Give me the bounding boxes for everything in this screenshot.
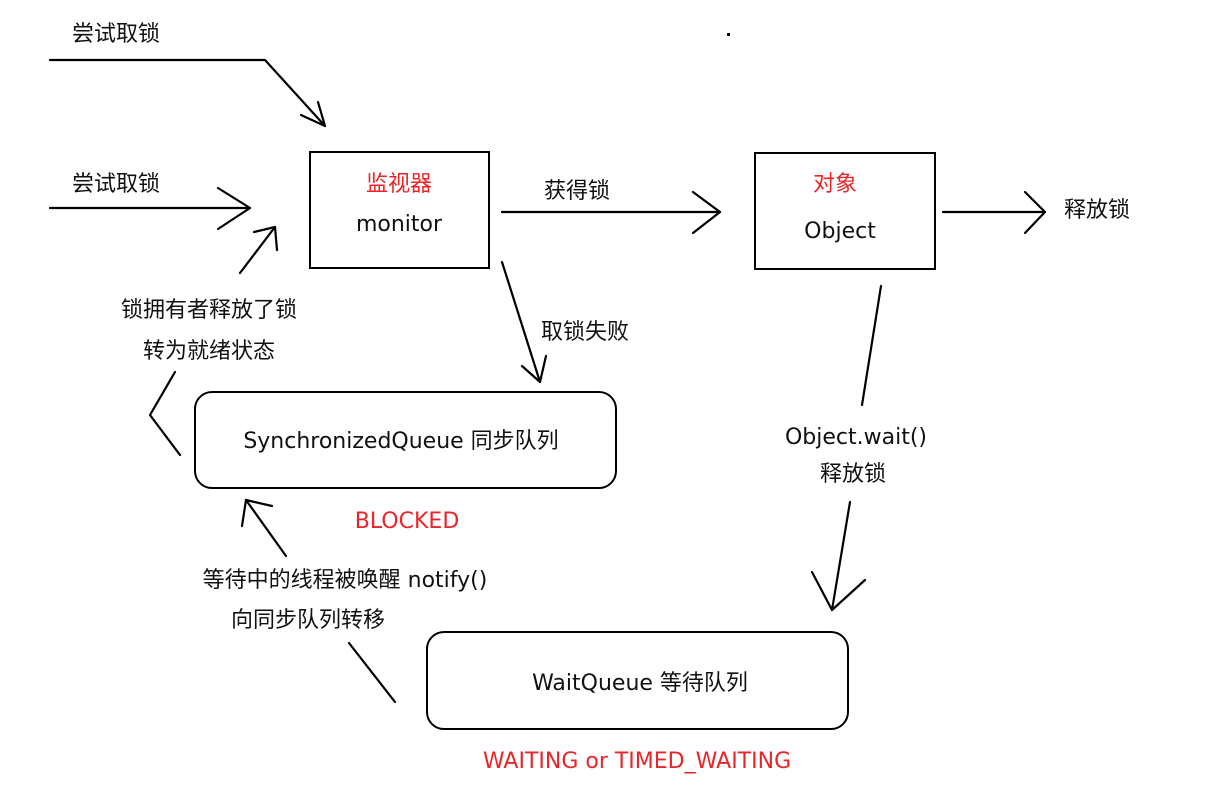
notify-label-2: 向同步队列转移	[230, 608, 386, 633]
monitor-box	[309, 151, 490, 269]
try-lock-label-2: 尝试取锁	[72, 172, 161, 197]
object-box	[754, 152, 936, 270]
acquire-lock-label: 获得锁	[544, 179, 611, 204]
wait-call-label-2: 释放锁	[819, 462, 887, 487]
monitor-title-cn: 监视器	[365, 172, 433, 197]
arrow-release-lock	[941, 190, 1047, 235]
owner-release-label-2: 转为就绪状态	[142, 339, 276, 364]
acquire-fail-label: 取锁失败	[541, 320, 630, 345]
object-title-en: Object	[804, 219, 876, 244]
owner-release-label-1: 锁拥有者释放了锁	[120, 298, 298, 323]
sync-queue-box	[194, 391, 617, 489]
arrow-try-lock-1	[48, 58, 327, 128]
monitor-title-en: monitor	[355, 212, 443, 237]
arrow-notify	[240, 498, 397, 704]
wait-queue-box	[426, 631, 849, 730]
stray-dot	[727, 33, 730, 36]
arrow-acquire-fail	[500, 260, 548, 384]
blocked-state-label: BLOCKED	[354, 509, 460, 534]
wait-call-label-1: Object.wait()	[784, 425, 928, 450]
wait-queue-label: WaitQueue 等待队列	[532, 671, 748, 696]
arrow-object-wait	[810, 284, 883, 612]
waiting-state-label: WAITING or TIMED_WAITING	[482, 749, 792, 774]
object-title-cn: 对象	[812, 172, 858, 197]
arrow-owner-release	[148, 225, 279, 457]
release-lock-label: 释放锁	[1064, 198, 1131, 223]
sync-queue-label: SynchronizedQueue 同步队列	[243, 429, 559, 454]
notify-label-1: 等待中的线程被唤醒 notify()	[202, 568, 488, 593]
arrow-try-lock-2	[48, 186, 252, 231]
arrow-acquire-lock	[500, 190, 722, 235]
try-lock-label-1: 尝试取锁	[72, 22, 161, 47]
